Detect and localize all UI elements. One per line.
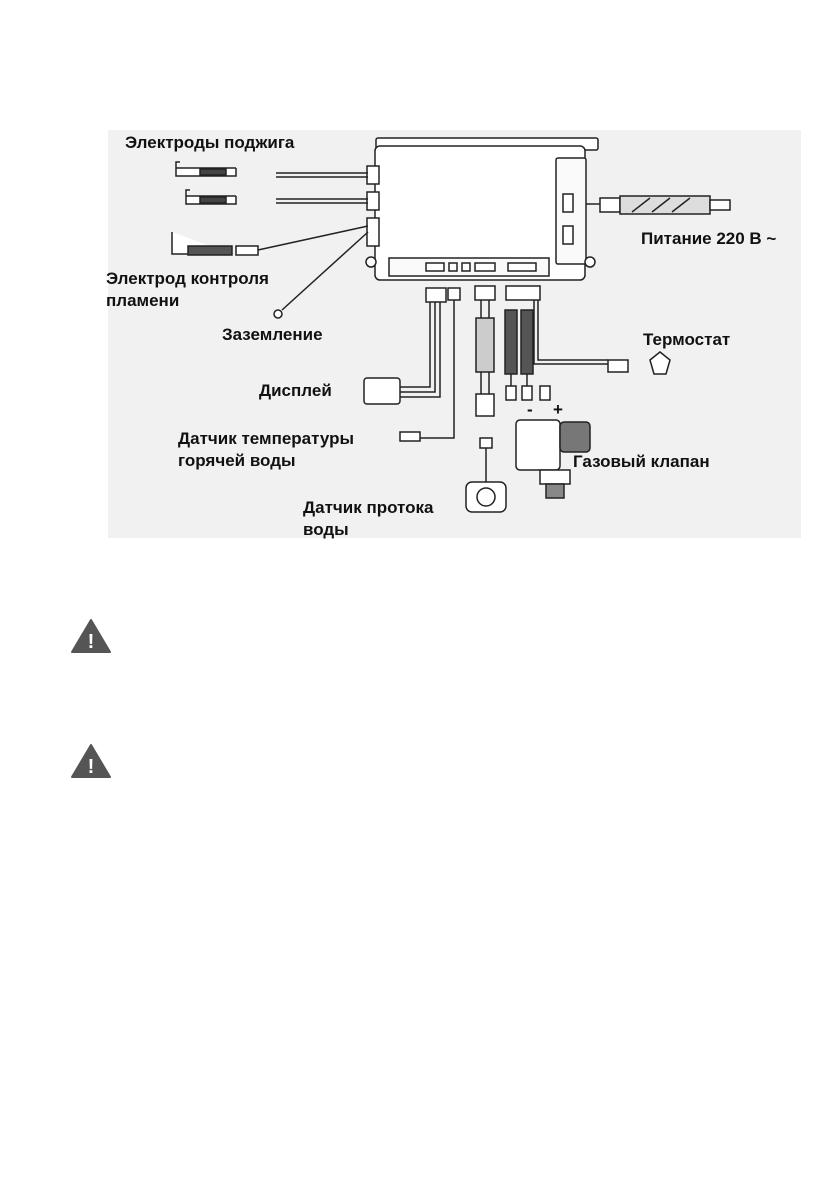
gas-valve-cables <box>504 285 629 401</box>
ignition-electrode-2 <box>185 189 368 205</box>
control-unit <box>365 137 599 281</box>
label-display: Дисплей <box>259 381 332 400</box>
label-flow-sensor-line2: воды <box>303 520 349 539</box>
warning-glyph: ! <box>88 756 95 778</box>
label-flame-electrode-line2: пламени <box>106 291 179 310</box>
label-hot-water-sensor-line2: горячей воды <box>178 451 296 470</box>
power-cable <box>586 195 731 215</box>
ground-wire <box>273 231 369 319</box>
warning-triangle-icon: ! <box>71 744 111 778</box>
flame-control-electrode <box>171 225 369 256</box>
label-ground: Заземление <box>222 325 323 344</box>
thermostat-part <box>649 351 671 375</box>
gas-valve-part <box>515 419 591 499</box>
label-minus: - <box>527 400 533 419</box>
wiring-diagram: Электроды поджига Питание 220 В ~ Электр… <box>106 130 801 539</box>
label-hot-water-sensor-line1: Датчик температуры <box>178 429 354 448</box>
label-power-supply: Питание 220 В ~ <box>641 229 776 248</box>
label-plus: + <box>553 400 563 419</box>
flow-sensor-cable <box>474 285 496 417</box>
label-flame-electrode-line1: Электрод контроля <box>106 269 269 288</box>
label-flow-sensor-line1: Датчик протока <box>303 498 434 517</box>
warning-triangle-icon: ! <box>71 619 111 653</box>
hot-water-temp-sensor <box>399 287 461 442</box>
label-ignition-electrodes: Электроды поджига <box>125 133 295 152</box>
warning-glyph: ! <box>88 631 95 653</box>
ignition-electrode-1 <box>175 161 368 178</box>
label-gas-valve: Газовый клапан <box>573 452 710 471</box>
label-thermostat: Термостат <box>643 330 730 349</box>
display-cable <box>363 287 447 405</box>
flow-sensor <box>465 437 507 513</box>
